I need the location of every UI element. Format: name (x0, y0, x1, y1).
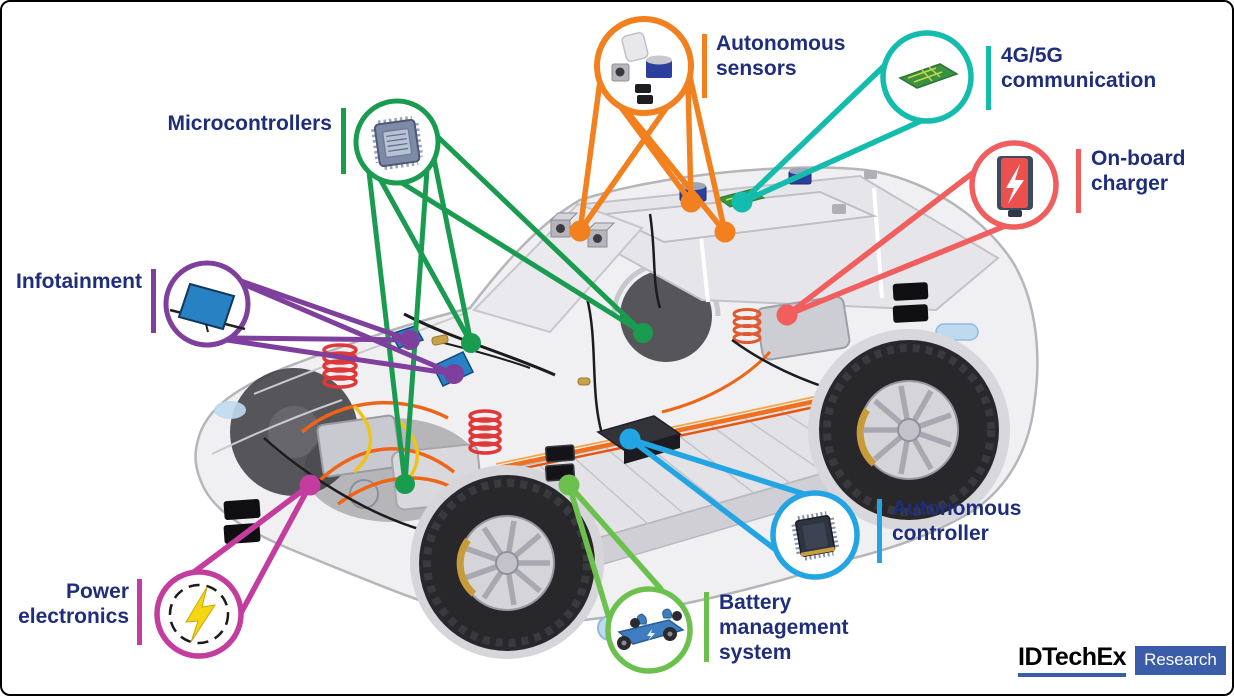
label-line: Autonomous (716, 32, 846, 55)
roof-antenna-cable (648, 213, 662, 309)
power-electronics-dots (299, 474, 321, 496)
front-right-coil-spring (468, 409, 502, 455)
communication-bar (986, 46, 991, 110)
display-screen-icon (169, 282, 246, 333)
label-line: Autonomous (892, 497, 1022, 520)
autonomous-sensors-bar (702, 34, 707, 98)
label-autonomous-controller: Autonomous controller (892, 496, 1021, 546)
microcontrollers-dots (395, 323, 653, 494)
rear-coil-spring (732, 308, 762, 344)
label-line: communication (1001, 69, 1157, 92)
floor-wiring (585, 297, 604, 435)
ev-chassis-icon (617, 608, 685, 650)
controller-connectors (627, 436, 807, 553)
label-line: Battery (719, 591, 792, 614)
charger-dots (776, 304, 798, 326)
rear-hub (897, 418, 921, 442)
infotainment-connectors (224, 278, 457, 377)
autonomous-sensors-bubble (594, 16, 694, 116)
power-electronics-bar (137, 579, 142, 645)
autonomous-sensors-dots (569, 191, 736, 243)
charger-bar (1076, 149, 1081, 213)
rear-wheel (819, 340, 999, 520)
front-fog-lamp (214, 401, 246, 419)
label-line: sensors (716, 57, 797, 80)
roof-sensor-small-2 (864, 170, 877, 179)
label-line: 4G/5G (1001, 44, 1063, 67)
label-line: On-board (1091, 147, 1186, 170)
label-autonomous-sensors: Autonomous sensors (716, 31, 845, 81)
logo-brand: IDTechEx (1018, 643, 1127, 677)
rear-brake-caliper (856, 408, 877, 467)
label-microcontrollers: Microcontrollers (152, 111, 332, 136)
front-hub (495, 551, 519, 575)
harness-connector (431, 334, 449, 346)
controller-box (596, 415, 682, 464)
roof-sensor-small-1 (832, 204, 846, 214)
label-power-electronics: Power electronics (2, 579, 129, 629)
rear-trim (935, 323, 979, 341)
power-electronics-connectors (191, 482, 313, 616)
label-infotainment: Infotainment (2, 269, 142, 294)
label-line: Power (65, 580, 129, 603)
communication-connectors (739, 63, 924, 205)
rear-ecu-boxes (892, 282, 929, 323)
roof-camera-2 (586, 222, 616, 248)
microchip-icon (371, 115, 424, 170)
rear-tire-tread (823, 344, 995, 516)
communication-dots (731, 191, 753, 213)
lightning-bolt-icon (168, 583, 230, 645)
label-line: Infotainment (16, 270, 142, 293)
label-communication: 4G/5G communication (1001, 43, 1156, 93)
front-tire-tread (423, 479, 591, 647)
label-battery-management-system: Battery management system (719, 590, 849, 665)
fender-crease (211, 399, 343, 455)
bms-bar (704, 592, 709, 662)
bms-connectors (566, 482, 664, 621)
label-line: management (719, 616, 849, 639)
microcontrollers-bar (341, 108, 346, 174)
antenna-pcb-icon (898, 63, 959, 89)
controller-bar (877, 499, 882, 563)
front-brake-caliper (456, 537, 477, 597)
label-line: system (719, 641, 792, 664)
roof-camera-1 (549, 212, 579, 238)
bms-dots (558, 474, 580, 496)
harness-connector-2 (577, 377, 591, 386)
front-loom (263, 437, 423, 532)
controller-dots (619, 428, 641, 450)
charger-connectors (784, 169, 1008, 318)
idtechex-logo: IDTechEx Research (1018, 643, 1226, 677)
dash-wiring (439, 341, 531, 369)
sensor-suite-icon (611, 32, 672, 104)
processor-chip-icon (791, 511, 839, 561)
front-wheel (419, 475, 595, 651)
charger-battery-icon (997, 156, 1033, 217)
vehicle-illustration (194, 166, 1039, 659)
infotainment-bar (151, 269, 156, 333)
label-line: controller (892, 522, 989, 545)
far-front-wheel-hub (268, 406, 320, 458)
autonomous-sensors-connectors (577, 74, 728, 235)
label-on-board-charger: On-board charger (1091, 146, 1186, 196)
logo-suffix: Research (1135, 645, 1226, 675)
infotainment-dots (400, 330, 464, 384)
label-line: electronics (18, 605, 129, 628)
hood-crease (253, 311, 469, 395)
microcontrollers-connectors (366, 134, 646, 487)
label-line: Microcontrollers (167, 112, 332, 135)
label-line: charger (1091, 172, 1169, 195)
rear-orange-cable (661, 350, 772, 414)
